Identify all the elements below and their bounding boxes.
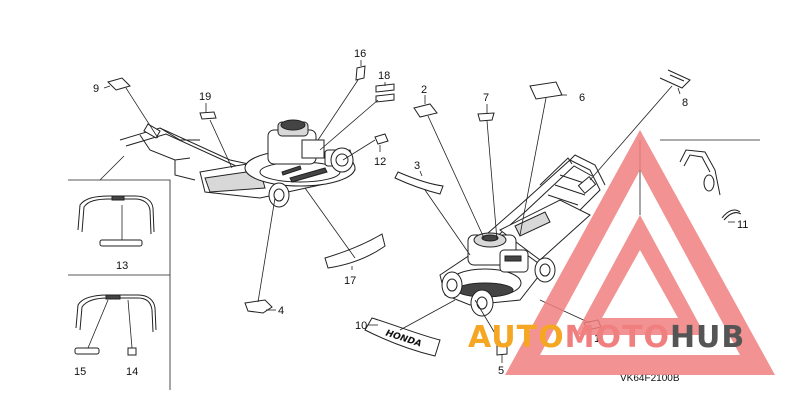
- decal-5: [496, 344, 508, 356]
- watermark-word-auto: AUTO: [468, 320, 565, 355]
- callout-14: 14: [126, 366, 138, 378]
- callout-11: 11: [737, 219, 748, 231]
- decal-8: [659, 69, 691, 89]
- watermark-word-hub: HUB: [670, 320, 745, 355]
- decal-7: [477, 112, 495, 122]
- callout-19: 19: [199, 91, 211, 103]
- mower-left-assembly: [119, 119, 356, 208]
- svg-text:AUTOMOTOHUB: AUTOMOTOHUB: [468, 320, 745, 355]
- callout-6: 6: [579, 92, 585, 104]
- callout-4: 4: [278, 305, 284, 317]
- watermark-wordmark: AUTOMOTOHUB: [468, 320, 745, 355]
- callout-3: 3: [414, 160, 420, 172]
- watermark-word-moto: MOTO: [565, 320, 670, 355]
- callout-2: 2: [421, 84, 427, 96]
- decal-16: [355, 65, 366, 81]
- watermark-triangle-outer: [505, 130, 775, 375]
- callout-13: 13: [116, 260, 128, 272]
- watermark-logo: [505, 130, 775, 375]
- decal-6: [529, 81, 563, 100]
- callout-1: 1: [594, 333, 600, 345]
- callout-18: 18: [378, 70, 390, 82]
- mower-right-assembly: [439, 154, 606, 317]
- decal-12: [374, 133, 389, 145]
- decal-18: [375, 83, 395, 103]
- watermark-triangle-inner: [575, 215, 705, 335]
- callout-5: 5: [498, 365, 504, 377]
- inset-box: [68, 155, 171, 390]
- callout-8: 8: [682, 97, 688, 109]
- callout-10: 10: [355, 320, 367, 332]
- callout-labels: 1 2 3 4 5 6 7 8 9 10 11 12 13 14 15 16 1…: [74, 48, 748, 378]
- decal-9: [107, 77, 131, 91]
- handle-11: [679, 149, 742, 221]
- leader-lines-left: [103, 60, 386, 311]
- drawing-code: VK64F2100B: [620, 373, 680, 384]
- decal-10-honda: HONDA: [364, 317, 441, 357]
- decal-3: [394, 171, 444, 195]
- decal-2: [413, 103, 438, 118]
- callout-16: 16: [354, 48, 366, 60]
- decal-17: [324, 233, 386, 269]
- decal-4: [244, 299, 273, 314]
- decal-19: [199, 111, 217, 120]
- callout-15: 15: [74, 366, 86, 378]
- callout-17: 17: [344, 275, 356, 287]
- callout-7: 7: [483, 92, 489, 104]
- callout-9: 9: [93, 83, 99, 95]
- callout-12: 12: [374, 156, 386, 168]
